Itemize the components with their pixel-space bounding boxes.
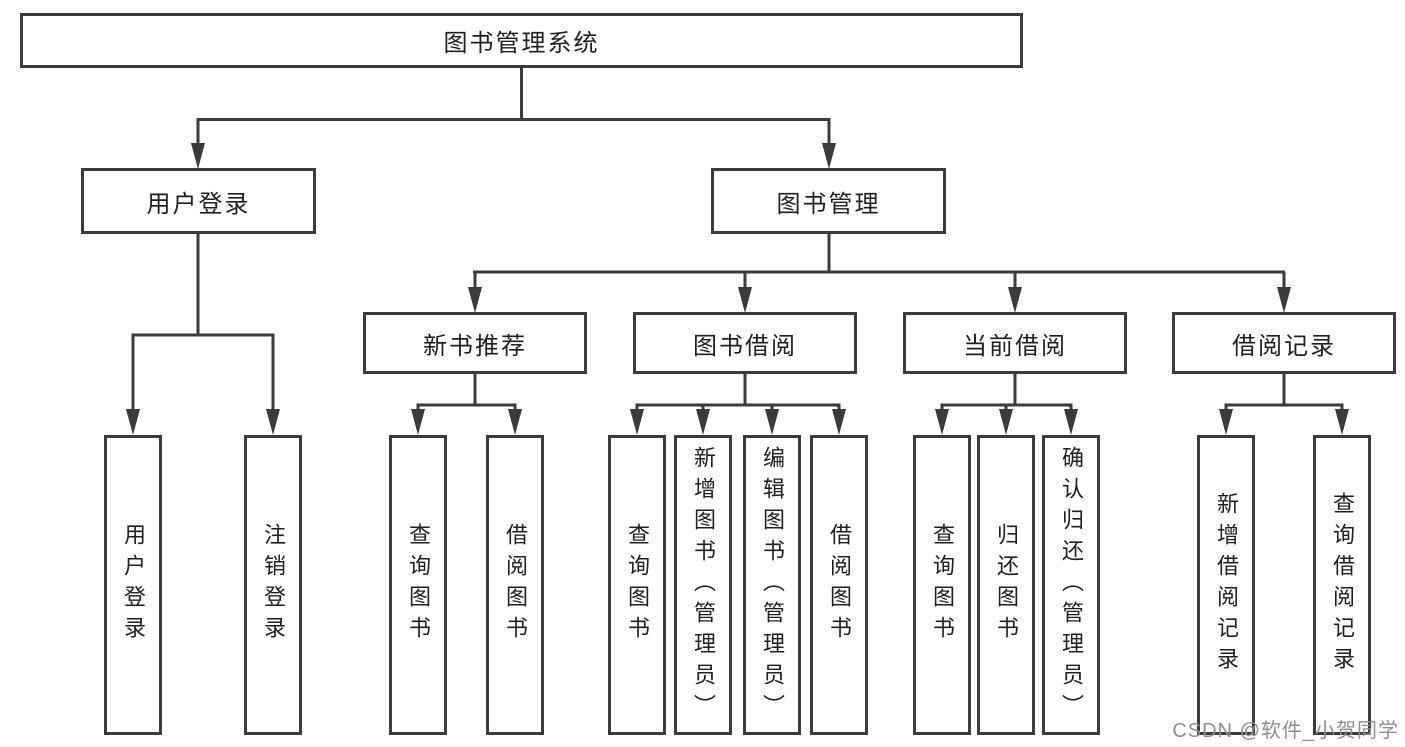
tree-node-user-login: 用户登录 — [81, 168, 316, 234]
tree-leaf-borrow-query-books: 查询图书 — [608, 435, 666, 735]
tree-node-root: 图书管理系统 — [20, 13, 1023, 68]
tree-leaf-recommend-borrow-books: 借阅图书 — [486, 435, 544, 735]
tree-leaf-current-return-books: 归还图书 — [977, 435, 1035, 735]
tree-node-borrow-records: 借阅记录 — [1172, 312, 1396, 374]
tree-leaf-current-query-books: 查询图书 — [913, 435, 971, 735]
arrowhead — [696, 409, 710, 435]
arrowhead — [468, 287, 482, 313]
arrowhead — [1008, 287, 1022, 313]
arrowhead — [191, 143, 205, 169]
tree-leaf-borrow-borrow-books: 借阅图书 — [810, 435, 868, 735]
arrowhead — [630, 409, 644, 435]
arrowhead — [738, 287, 752, 313]
tree-node-book-borrow: 图书借阅 — [633, 312, 857, 374]
arrowhead — [1064, 409, 1078, 435]
tree-leaf-borrow-edit-books-admin: 编辑图书（管理员） — [743, 435, 801, 735]
arrowhead — [999, 409, 1013, 435]
csdn-watermark: CSDN @软件_小贺同学 — [1172, 720, 1399, 742]
tree-leaf-recommend-query-books: 查询图书 — [389, 435, 447, 735]
tree-leaf-records-query-record: 查询借阅记录 — [1313, 435, 1371, 735]
tree-leaf-user-login: 用户登录 — [104, 435, 162, 735]
arrowhead — [1219, 409, 1233, 435]
tree-leaf-records-add-record: 新增借阅记录 — [1197, 435, 1255, 735]
arrowhead — [1277, 287, 1291, 313]
tree-leaf-logout: 注销登录 — [244, 435, 302, 735]
arrowhead — [832, 409, 846, 435]
arrowhead — [266, 409, 280, 435]
arrowhead — [508, 409, 522, 435]
arrowhead — [126, 409, 140, 435]
tree-node-current-borrow: 当前借阅 — [903, 312, 1127, 374]
tree-leaf-borrow-add-books-admin: 新增图书（管理员） — [674, 435, 732, 735]
tree-node-new-book-recommend: 新书推荐 — [363, 312, 587, 374]
arrowhead — [1335, 409, 1349, 435]
arrowhead — [765, 409, 779, 435]
arrowhead — [935, 409, 949, 435]
tree-leaf-current-confirm-return-admin: 确认归还（管理员） — [1042, 435, 1100, 735]
arrowhead — [822, 143, 836, 169]
tree-node-book-management: 图书管理 — [711, 168, 946, 234]
arrowhead — [411, 409, 425, 435]
